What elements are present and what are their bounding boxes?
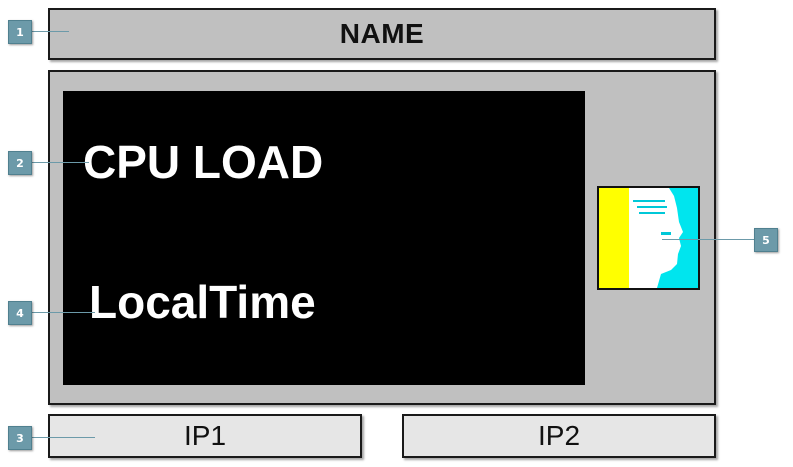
cpu-load-label: CPU LOAD xyxy=(83,136,324,188)
callout-leader-1 xyxy=(31,31,69,32)
name-label: NAME xyxy=(339,18,425,49)
name-bar: NAME xyxy=(48,8,716,60)
ip1-box: IP1 xyxy=(48,414,362,458)
local-time-label: LocalTime xyxy=(89,276,316,328)
callout-badge-4: 4 xyxy=(8,301,32,325)
thumbnail-graphic xyxy=(599,188,698,288)
callout-leader-3 xyxy=(31,437,95,438)
callout-badge-5: 5 xyxy=(754,228,778,252)
callout-badge-1: 1 xyxy=(8,20,32,44)
callout-badge-2: 2 xyxy=(8,151,32,175)
ip2-box: IP2 xyxy=(402,414,716,458)
display-thumbnail-icon[interactable] xyxy=(597,186,700,290)
callout-leader-2 xyxy=(31,162,89,163)
main-panel: CPU LOAD LocalTime xyxy=(48,70,716,405)
ip2-label: IP2 xyxy=(537,420,581,451)
ip1-label: IP1 xyxy=(183,420,227,451)
callout-badge-3: 3 xyxy=(8,426,32,450)
black-display-screen: CPU LOAD LocalTime xyxy=(63,91,585,385)
callout-leader-4 xyxy=(31,312,95,313)
callout-leader-5 xyxy=(662,239,754,240)
